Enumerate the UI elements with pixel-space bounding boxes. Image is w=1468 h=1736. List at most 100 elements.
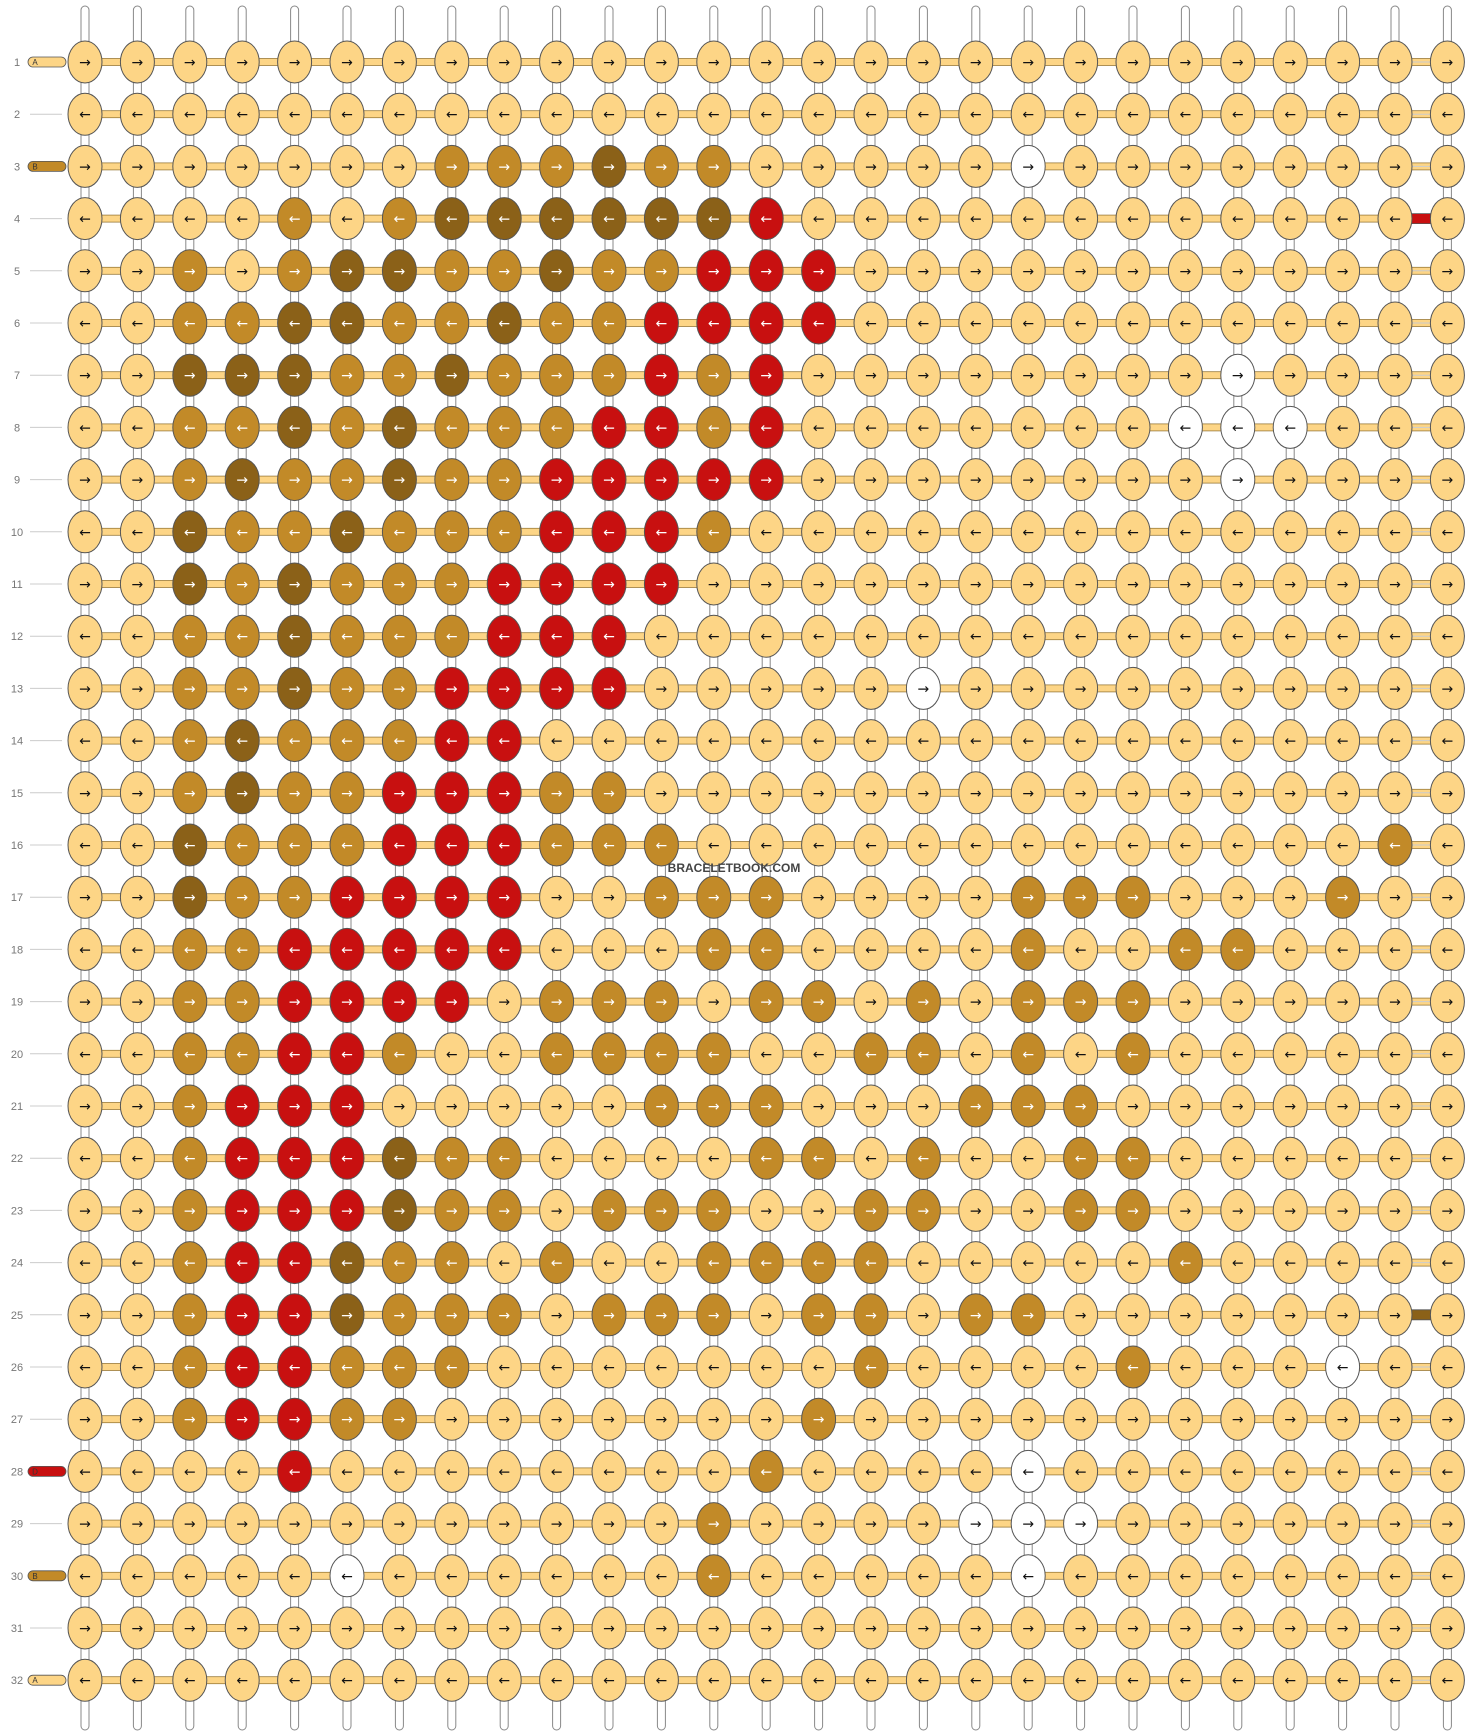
svg-text:←: ← bbox=[1075, 838, 1087, 854]
knot: → bbox=[172, 40, 208, 84]
svg-text:→: → bbox=[760, 577, 772, 593]
svg-text:→: → bbox=[341, 55, 353, 71]
knot: → bbox=[172, 1502, 208, 1546]
knot: → bbox=[1377, 1397, 1413, 1441]
knot: → bbox=[1167, 562, 1203, 606]
svg-text:←: ← bbox=[289, 1673, 301, 1689]
svg-text:→: → bbox=[132, 264, 144, 280]
svg-text:→: → bbox=[236, 368, 248, 384]
knot: → bbox=[486, 562, 522, 606]
knot: → bbox=[329, 562, 365, 606]
svg-text:→: → bbox=[184, 1099, 196, 1115]
knot: ← bbox=[329, 301, 365, 345]
svg-text:→: → bbox=[865, 473, 877, 489]
knot: ← bbox=[486, 92, 522, 136]
svg-text:←: ← bbox=[1180, 1047, 1192, 1063]
knot: ← bbox=[748, 823, 784, 867]
row-number-left: 28 bbox=[11, 1466, 23, 1478]
knot: ← bbox=[224, 1449, 260, 1493]
svg-text:→: → bbox=[394, 264, 406, 280]
knot: ← bbox=[1220, 1658, 1256, 1702]
svg-text:←: ← bbox=[1075, 734, 1087, 750]
knot: → bbox=[224, 353, 260, 397]
knot: ← bbox=[958, 301, 994, 345]
svg-text:→: → bbox=[184, 159, 196, 175]
knot: → bbox=[67, 980, 103, 1024]
svg-text:→: → bbox=[603, 1203, 615, 1219]
knot: ← bbox=[381, 1032, 417, 1076]
knot: ← bbox=[486, 614, 522, 658]
knot: ← bbox=[1167, 614, 1203, 658]
svg-text:←: ← bbox=[1232, 838, 1244, 854]
svg-text:→: → bbox=[551, 1621, 563, 1637]
knot: → bbox=[748, 1397, 784, 1441]
svg-text:→: → bbox=[970, 995, 982, 1011]
svg-text:→: → bbox=[1284, 159, 1296, 175]
svg-text:→: → bbox=[79, 1099, 91, 1115]
svg-text:←: ← bbox=[184, 107, 196, 123]
svg-text:→: → bbox=[708, 264, 720, 280]
svg-text:→: → bbox=[708, 1517, 720, 1533]
svg-text:→: → bbox=[1389, 473, 1401, 489]
svg-text:←: ← bbox=[1284, 107, 1296, 123]
knot: ← bbox=[853, 197, 889, 241]
svg-text:→: → bbox=[1022, 1308, 1034, 1324]
svg-text:←: ← bbox=[1389, 1569, 1401, 1585]
knot: ← bbox=[434, 614, 470, 658]
svg-text:←: ← bbox=[132, 1569, 144, 1585]
knot: → bbox=[591, 144, 627, 188]
svg-text:→: → bbox=[603, 786, 615, 802]
knot: → bbox=[591, 249, 627, 293]
knot: ← bbox=[1010, 719, 1046, 763]
svg-text:→: → bbox=[1180, 577, 1192, 593]
svg-text:←: ← bbox=[1232, 420, 1244, 436]
svg-text:←: ← bbox=[394, 316, 406, 332]
svg-text:→: → bbox=[394, 1099, 406, 1115]
knot: → bbox=[1377, 144, 1413, 188]
knot: ← bbox=[748, 1241, 784, 1285]
knot: ← bbox=[1429, 1032, 1465, 1076]
knot: → bbox=[1325, 458, 1361, 502]
knot: → bbox=[1377, 666, 1413, 710]
svg-text:←: ← bbox=[1232, 1464, 1244, 1480]
svg-text:←: ← bbox=[656, 525, 668, 541]
knot: ← bbox=[1115, 1345, 1151, 1389]
svg-text:→: → bbox=[970, 1203, 982, 1219]
knot: → bbox=[1063, 980, 1099, 1024]
svg-text:→: → bbox=[1232, 995, 1244, 1011]
svg-text:←: ← bbox=[970, 1256, 982, 1272]
knot: ← bbox=[434, 92, 470, 136]
svg-text:→: → bbox=[1337, 1621, 1349, 1637]
svg-text:←: ← bbox=[446, 525, 458, 541]
svg-text:←: ← bbox=[132, 420, 144, 436]
svg-text:←: ← bbox=[865, 1256, 877, 1272]
svg-text:→: → bbox=[865, 1517, 877, 1533]
svg-text:←: ← bbox=[603, 1464, 615, 1480]
knot: → bbox=[1377, 980, 1413, 1024]
knot: → bbox=[539, 458, 575, 502]
knot: → bbox=[905, 875, 941, 919]
knot: → bbox=[329, 1502, 365, 1546]
knot: ← bbox=[748, 927, 784, 971]
svg-text:←: ← bbox=[184, 629, 196, 645]
knot: ← bbox=[905, 92, 941, 136]
knot: ← bbox=[486, 405, 522, 449]
row-number-left: 14 bbox=[11, 736, 23, 748]
svg-text:→: → bbox=[341, 1517, 353, 1533]
knot: ← bbox=[1063, 1241, 1099, 1285]
knot: → bbox=[853, 144, 889, 188]
svg-text:←: ← bbox=[1180, 1256, 1192, 1272]
knot: → bbox=[277, 458, 313, 502]
knot: ← bbox=[905, 1032, 941, 1076]
svg-text:→: → bbox=[865, 1621, 877, 1637]
svg-text:←: ← bbox=[1180, 1360, 1192, 1376]
knot: → bbox=[277, 1502, 313, 1546]
svg-text:→: → bbox=[813, 473, 825, 489]
knot: ← bbox=[224, 510, 260, 554]
knot: → bbox=[329, 249, 365, 293]
knot: → bbox=[381, 353, 417, 397]
knot: ← bbox=[1429, 1136, 1465, 1180]
svg-text:→: → bbox=[498, 1621, 510, 1637]
knot: → bbox=[958, 666, 994, 710]
knot: → bbox=[1429, 875, 1465, 919]
